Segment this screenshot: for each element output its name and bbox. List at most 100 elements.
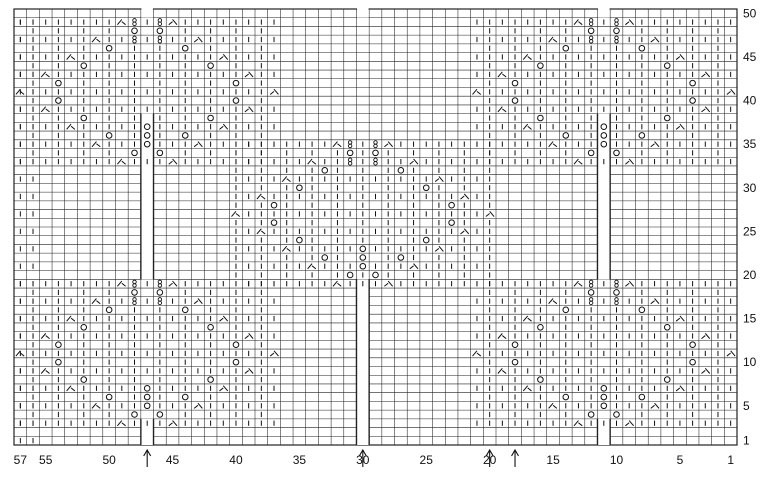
yarn-over-symbol xyxy=(181,132,189,139)
yarn-over-symbol xyxy=(613,289,620,296)
yarn-over-symbol xyxy=(663,323,671,331)
decrease-symbol xyxy=(434,245,444,252)
yarn-over-symbol xyxy=(270,219,278,226)
top-notch xyxy=(141,8,153,18)
yarn-over-symbol xyxy=(232,341,240,349)
yarn-over-symbol xyxy=(537,376,544,383)
yarn-over-symbol xyxy=(422,236,430,244)
yarn-over-symbol xyxy=(359,245,367,253)
yarn-over-symbol xyxy=(80,114,88,122)
twisted-symbol xyxy=(614,21,619,27)
decrease-symbol xyxy=(332,141,342,148)
row-label: 15 xyxy=(743,312,757,326)
decrease-symbol xyxy=(193,36,203,43)
yarn-over-symbol xyxy=(638,393,646,401)
yarn-over-symbol xyxy=(80,376,88,383)
yarn-over-symbol xyxy=(422,184,430,192)
decrease-symbol xyxy=(460,228,470,235)
decrease-symbol xyxy=(91,36,101,43)
decrease-symbol xyxy=(269,350,279,357)
yarn-over-symbol xyxy=(511,341,519,349)
yarn-over-symbol xyxy=(143,123,151,131)
decrease-symbol xyxy=(650,141,660,148)
decrease-symbol xyxy=(625,280,635,287)
row-label: 40 xyxy=(743,94,757,108)
yarn-over-symbol xyxy=(372,149,379,157)
decrease-symbol xyxy=(726,88,736,95)
decrease-symbol xyxy=(460,193,470,200)
yarn-over-symbol xyxy=(587,289,595,296)
decrease-symbol xyxy=(256,193,266,200)
decrease-symbol xyxy=(281,245,291,252)
decrease-symbol xyxy=(40,106,50,113)
yarn-over-symbol xyxy=(105,44,113,52)
twisted-symbol xyxy=(347,143,353,149)
column-label: 50 xyxy=(102,453,116,467)
decrease-symbol xyxy=(244,71,254,78)
decrease-symbol xyxy=(573,19,583,26)
yarn-over-symbol xyxy=(663,62,671,69)
decrease-symbol xyxy=(625,19,635,26)
yarn-over-symbol xyxy=(80,62,88,69)
yarn-over-symbol xyxy=(181,306,189,314)
decrease-symbol xyxy=(15,88,25,95)
decrease-symbol xyxy=(193,298,203,305)
yarn-over-symbol xyxy=(156,149,164,157)
column-label: 5 xyxy=(677,453,684,467)
twisted-symbol xyxy=(588,300,594,306)
twisted-symbol xyxy=(157,300,163,306)
yarn-over-symbol xyxy=(55,358,62,366)
yarn-over-symbol xyxy=(638,132,646,139)
yarn-over-symbol xyxy=(55,97,62,104)
row-label: 35 xyxy=(743,137,757,151)
yarn-over-symbol xyxy=(232,97,240,104)
decrease-symbol xyxy=(193,141,203,148)
decrease-symbol xyxy=(522,385,532,392)
row-label: 10 xyxy=(743,355,757,369)
twisted-symbol xyxy=(132,283,137,288)
decrease-symbol xyxy=(573,158,583,165)
decrease-symbol xyxy=(675,315,685,322)
decrease-symbol xyxy=(701,106,711,113)
decrease-symbol xyxy=(497,106,507,113)
arrow-head xyxy=(485,448,494,457)
decrease-symbol xyxy=(522,123,532,130)
decrease-symbol xyxy=(116,280,126,287)
yarn-over-symbol xyxy=(689,341,696,349)
yarn-over-symbol xyxy=(156,289,164,296)
column-label: 25 xyxy=(420,453,434,467)
twisted-symbol xyxy=(132,300,137,306)
column-label: 57 xyxy=(14,453,28,467)
yarn-over-symbol xyxy=(359,254,367,261)
yarn-over-symbol xyxy=(207,376,214,383)
yarn-over-symbol xyxy=(562,132,570,139)
decrease-symbol xyxy=(168,19,178,26)
yarn-over-symbol xyxy=(321,167,329,174)
column-label: 40 xyxy=(229,453,243,467)
row-label: 50 xyxy=(743,6,757,20)
decrease-symbol xyxy=(66,315,76,322)
column-label: 45 xyxy=(166,453,180,467)
split-channel xyxy=(598,418,610,445)
yarn-over-symbol xyxy=(562,306,570,314)
decrease-symbol xyxy=(548,141,558,148)
yarn-over-symbol xyxy=(511,358,519,366)
twisted-symbol xyxy=(157,39,163,44)
decrease-symbol xyxy=(116,158,126,165)
yarn-over-symbol xyxy=(359,262,367,270)
decrease-symbol xyxy=(701,367,711,374)
decrease-symbol xyxy=(91,141,101,148)
yarn-over-symbol xyxy=(372,271,379,279)
yarn-over-symbol xyxy=(232,79,240,87)
decrease-symbol xyxy=(573,280,583,287)
twisted-symbol xyxy=(588,39,594,44)
decrease-symbol xyxy=(332,280,342,287)
decrease-symbol xyxy=(409,263,419,270)
decrease-symbol xyxy=(675,385,685,392)
yarn-over-symbol xyxy=(346,149,354,157)
row-label: 45 xyxy=(743,50,757,64)
decrease-symbol xyxy=(384,141,394,148)
decrease-symbol xyxy=(219,54,229,60)
decrease-symbol xyxy=(66,123,76,130)
split-channel xyxy=(357,279,369,445)
